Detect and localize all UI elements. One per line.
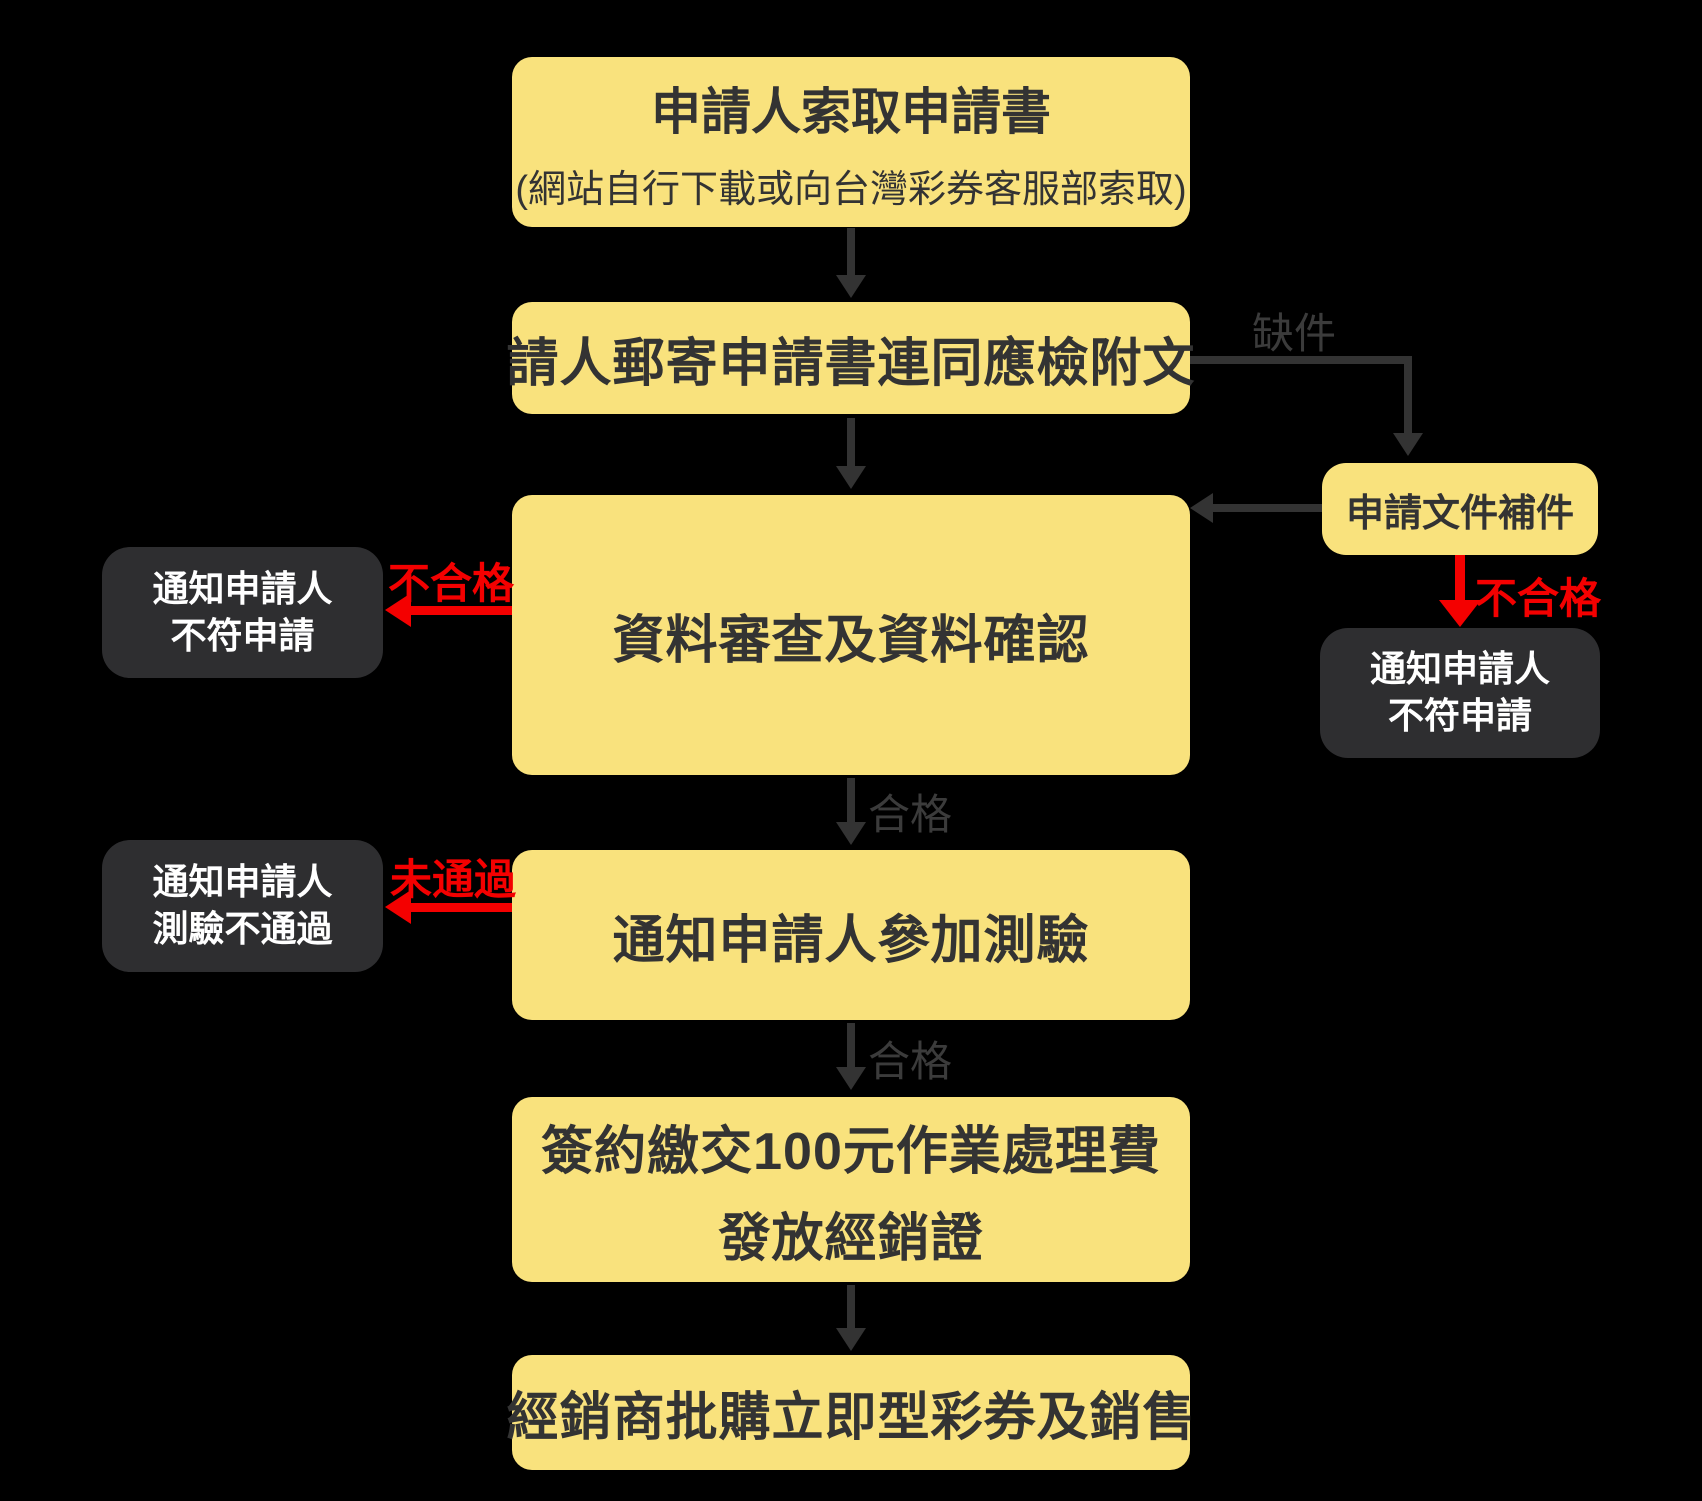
connector-supplement-step3 [1212, 504, 1322, 512]
step6-title: 經銷商批購立即型彩券及銷售 [506, 1389, 1196, 1447]
reject-notice-right-box: 通知申請人 不符申請 [1320, 628, 1600, 758]
connector-step3-step4 [847, 778, 855, 825]
reject-left2-line2: 測驗不通過 [152, 908, 333, 949]
step5-title-line2: 發放經銷證 [718, 1209, 984, 1268]
connector-step4-reject-left [404, 903, 512, 912]
edge-label-fail-left: 不合格 [388, 560, 515, 607]
reject-right-line2: 不符申請 [1387, 695, 1532, 736]
connector-step5-step6 [847, 1285, 855, 1331]
arrowhead-down-icon [1393, 433, 1423, 456]
arrowhead-down-icon [836, 466, 866, 489]
reject-left1-line2: 不符申請 [170, 614, 315, 656]
connector-missing-docs-horizontal [1190, 356, 1412, 364]
arrowhead-down-icon [836, 1328, 866, 1351]
arrowhead-down-icon [836, 275, 866, 298]
reject-notice-left1-box: 通知申請人 不符申請 [102, 547, 383, 678]
edge-label-pass-1: 合格 [868, 791, 953, 838]
reject-left2-line1: 通知申請人 [152, 861, 333, 903]
step4-title: 通知申請人參加測驗 [612, 911, 1090, 970]
step2-title: 請人郵寄申請書連同應檢附文 [506, 334, 1196, 393]
reject-left1-line1: 通知申請人 [152, 567, 333, 609]
step4-exam-notice-box: 通知申請人參加測驗 [512, 850, 1190, 1020]
step5-title-line1: 簽約繳交100元作業處理費 [541, 1122, 1161, 1181]
arrowhead-down-icon [836, 822, 866, 845]
connector-step3-reject-left [404, 606, 512, 615]
step1-subtitle: (網站自行下載或向台灣彩券客服部索取) [515, 168, 1187, 211]
step6-purchase-sell-box: 經銷商批購立即型彩券及銷售 [507, 1355, 1195, 1470]
edge-label-missing-docs: 缺件 [1252, 310, 1337, 357]
step1-request-form-box: 申請人索取申請書 (網站自行下載或向台灣彩券客服部索取) [512, 57, 1190, 227]
reject-notice-left2-box: 通知申請人 測驗不通過 [102, 840, 383, 972]
connector-missing-docs-vertical [1404, 356, 1412, 436]
connector-supplement-reject [1455, 555, 1465, 603]
edge-label-fail-right: 不合格 [1475, 575, 1602, 622]
step3-review-box: 資料審查及資料確認 [512, 495, 1190, 775]
edge-label-pass-2: 合格 [868, 1038, 953, 1085]
connector-step2-step3 [847, 418, 855, 468]
arrowhead-left-red-icon [385, 593, 411, 627]
supplement-documents-box: 申請文件補件 [1322, 463, 1598, 555]
step2-mail-application-box: 請人郵寄申請書連同應檢附文 [507, 302, 1195, 414]
step1-title: 申請人索取申請書 [651, 83, 1051, 140]
reject-right-line1: 通知申請人 [1369, 648, 1550, 690]
connector-step1-step2 [847, 228, 855, 278]
step5-contract-fee-box: 簽約繳交100元作業處理費 發放經銷證 [512, 1097, 1190, 1282]
arrowhead-left-red-icon [385, 890, 411, 924]
edge-label-not-passed: 未通過 [390, 856, 517, 903]
connector-step4-step5 [847, 1023, 855, 1070]
arrowhead-left-icon [1190, 493, 1213, 523]
arrowhead-down-red-icon [1439, 600, 1481, 627]
step3-title: 資料審查及資料確認 [612, 611, 1090, 670]
arrowhead-down-icon [836, 1067, 866, 1090]
supplement-documents-title: 申請文件補件 [1345, 492, 1574, 535]
